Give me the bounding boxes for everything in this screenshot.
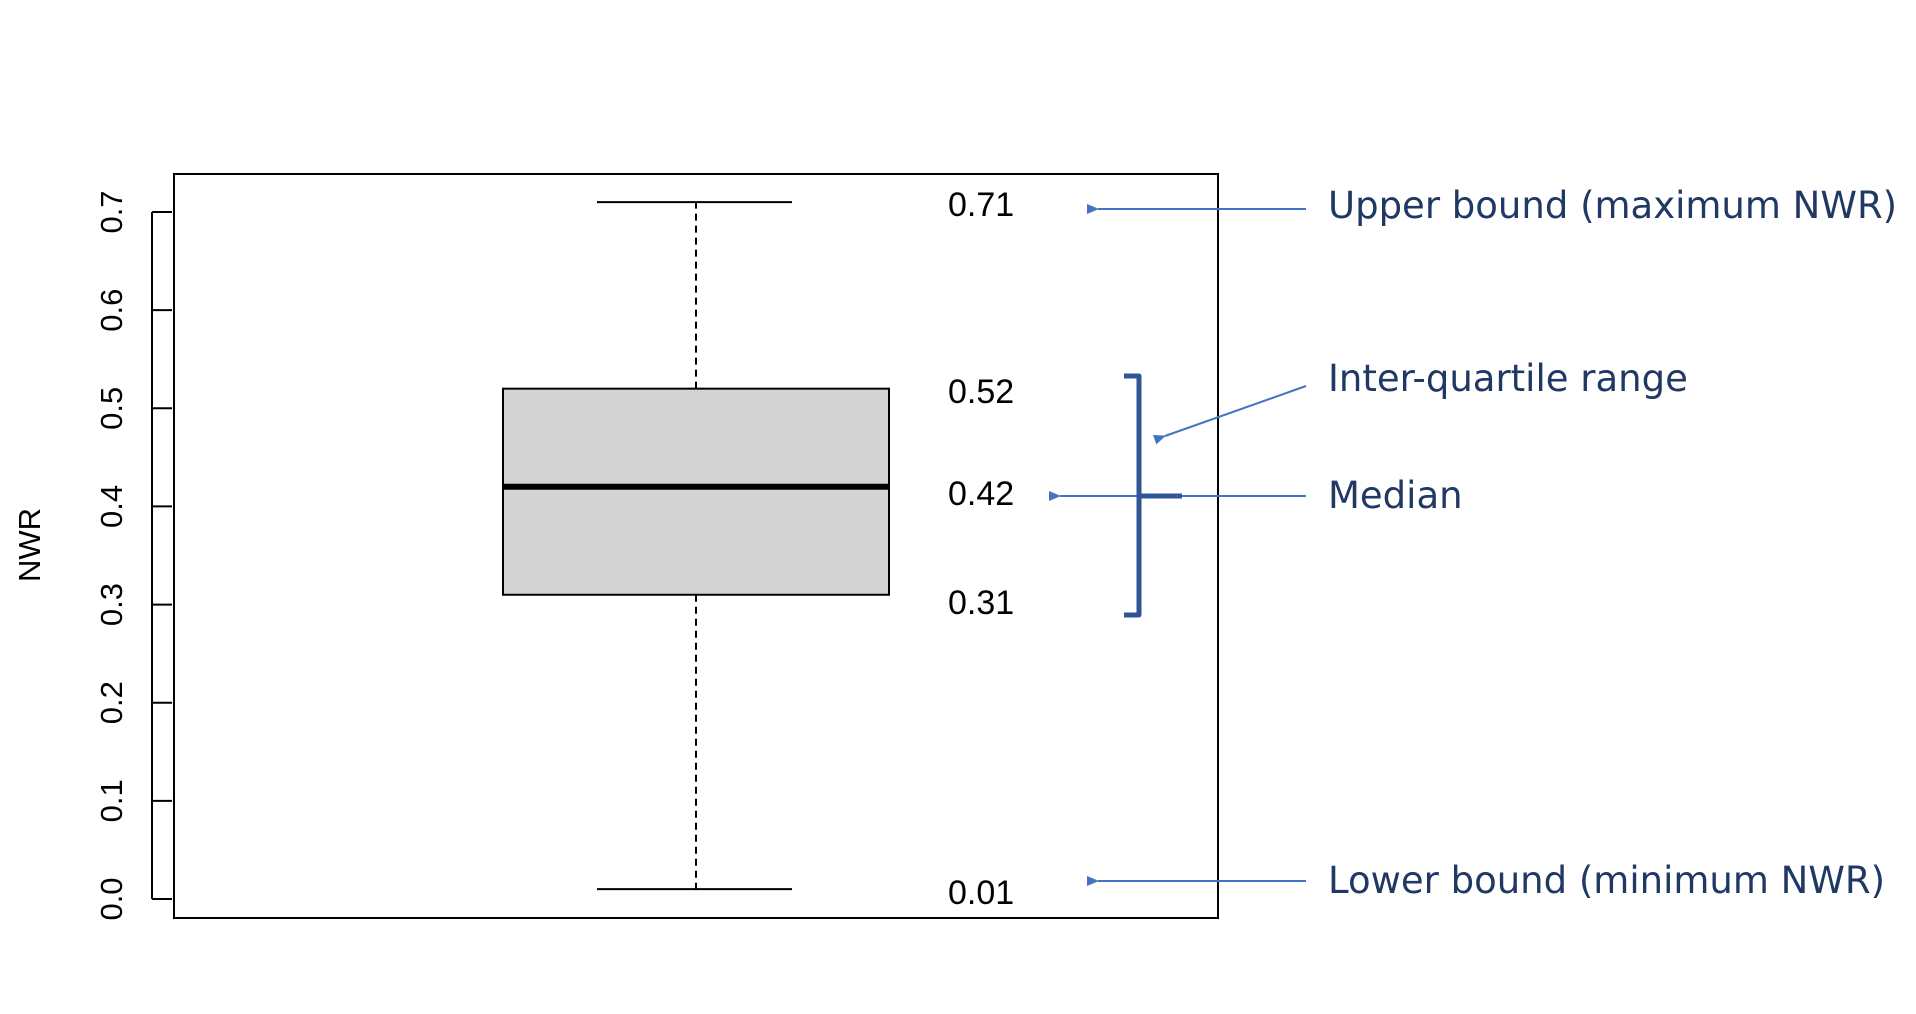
y-tick-label: 0.6	[94, 289, 129, 332]
plot-frame	[173, 173, 1219, 919]
value-label-median: 0.42	[948, 475, 1014, 513]
box-plot	[502, 201, 890, 891]
y-tick-label: 0.4	[94, 485, 129, 528]
iqr-arrow	[1152, 385, 1307, 445]
median-annotation: Median	[1328, 474, 1463, 517]
y-tick-label: 0.2	[94, 681, 129, 724]
lower-bound-annotation: Lower bound (minimum NWR)	[1328, 859, 1885, 902]
iqr-annotation: Inter-quartile range	[1328, 357, 1688, 400]
y-tick-label: 0.3	[94, 583, 129, 626]
y-tick-label: 0.5	[94, 387, 129, 430]
iqr-box	[502, 387, 890, 596]
iqr-bracket	[1124, 373, 1182, 618]
upper-bound-annotation: Upper bound (maximum NWR)	[1328, 184, 1897, 227]
value-label-min: 0.01	[948, 874, 1014, 912]
value-label-max: 0.71	[948, 186, 1014, 224]
y-tick-label: 0.1	[94, 779, 129, 822]
value-label-q3: 0.52	[948, 373, 1014, 411]
y-axis: 0.0 0.1 0.2 0.3 0.4 0.5 0.6 0.7	[94, 190, 172, 921]
y-tick-label: 0.0	[94, 877, 129, 920]
value-label-q1: 0.31	[948, 584, 1014, 622]
y-axis-label: NWR	[12, 508, 47, 582]
y-tick-label: 0.7	[94, 190, 129, 233]
